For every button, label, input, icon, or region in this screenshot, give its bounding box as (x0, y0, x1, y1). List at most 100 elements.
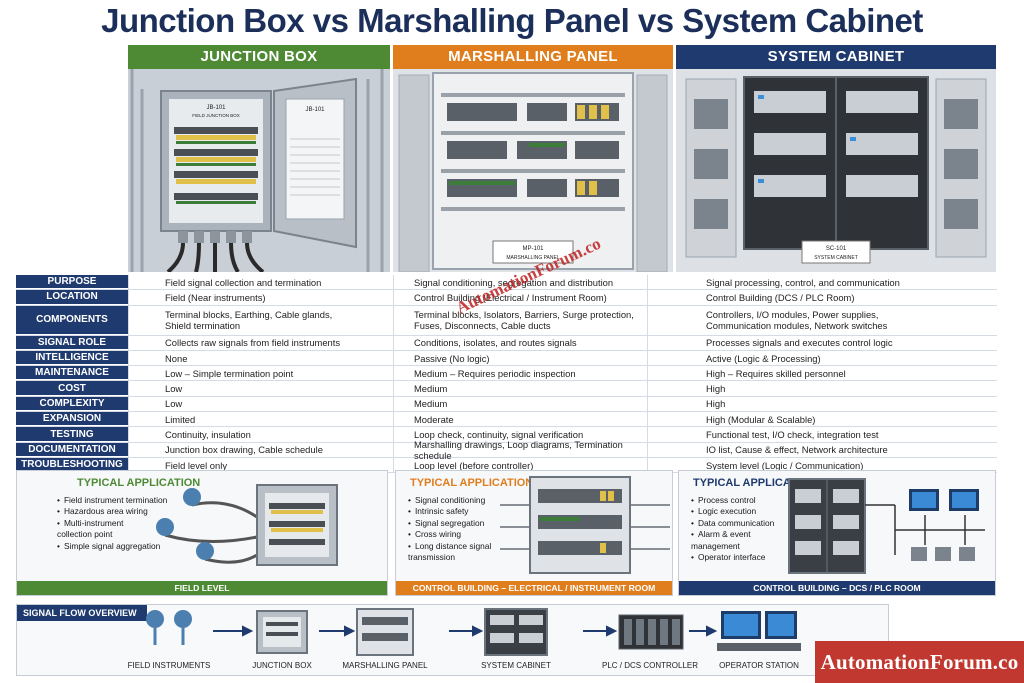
marshalling-panel-illustration: MP-101 MARSHALLING PANEL (393, 69, 673, 272)
list-item: Signal conditioning (408, 495, 491, 506)
app-footer: FIELD LEVEL (17, 581, 387, 595)
table-cell: Control Building (DCS / PLC Room) (647, 290, 997, 305)
row-label-purpose: PURPOSE (16, 275, 128, 290)
row-label-expansion: EXPANSION (16, 412, 128, 427)
table-cell: Marshalling drawings, Loop diagrams, Ter… (393, 439, 647, 461)
table-cell: Signal processing, control, and communic… (647, 275, 997, 290)
table-cell: High (647, 396, 997, 412)
app-footer: CONTROL BUILDING – ELECTRICAL / INSTRUME… (396, 581, 672, 595)
marshalling-cabinet-icon (500, 476, 670, 574)
flow-step-label: FIELD INSTRUMENTS (127, 661, 211, 670)
table-cell: Terminal blocks, Isolators, Barriers, Su… (393, 305, 647, 335)
table-cell: Controllers, I/O modules, Power supplies… (647, 305, 997, 335)
table-cell: Passive (No logic) (393, 350, 647, 366)
marshalling-application-panel: TYPICAL APPLICATION Signal conditioning … (395, 470, 673, 596)
table-row: COST Low Medium High (16, 381, 997, 397)
table-row: TROUBLESHOOTING Field level only Loop le… (16, 457, 997, 474)
table-cell: Medium (393, 396, 647, 412)
table-cell: Field signal collection and termination (128, 275, 393, 290)
row-label-maintenance: MAINTENANCE (16, 366, 128, 381)
table-cell: Terminal blocks, Earthing, Cable glands,… (128, 305, 393, 335)
row-label-signal-role: SIGNAL ROLE (16, 335, 128, 350)
flow-step-label: OPERATOR STATION (719, 661, 799, 670)
app-list: Signal conditioning Intrinsic safety Sig… (408, 495, 491, 563)
table-row: DOCUMENTATION Junction box drawing, Cabl… (16, 439, 997, 461)
page-title: Junction Box vs Marshalling Panel vs Sys… (101, 2, 923, 39)
list-item: Signal segregation (408, 518, 491, 529)
dcs-network-icon (788, 478, 985, 574)
comparison-table: PURPOSE Field signal collection and term… (16, 275, 997, 474)
mp-tag-sublabel: MARSHALLING PANEL (506, 255, 559, 261)
flow-step-label: PLC / DCS CONTROLLER (601, 661, 699, 670)
table-cell: High – Requires skilled personnel (647, 366, 997, 381)
flow-step-label: SYSTEM CABINET (481, 661, 551, 670)
sc-tag-label: SC-101 (826, 246, 847, 252)
row-label-intelligence: INTELLIGENCE (16, 350, 128, 366)
list-item: Alarm & event management (691, 529, 774, 552)
junction-box-illustration: JB-101 FIELD JUNCTION BOX JB-101 (128, 69, 390, 272)
table-cell: Loop level (before controller) (393, 457, 647, 473)
list-item: Cross wiring (408, 529, 491, 540)
table-cell: Signal conditioning, segregation and dis… (393, 275, 647, 290)
table-cell: None (128, 350, 393, 366)
flow-step-label: JUNCTION BOX (252, 661, 312, 670)
row-label-location: LOCATION (16, 290, 128, 305)
table-row: COMPONENTS Terminal blocks, Earthing, Ca… (16, 305, 997, 336)
app-footer: CONTROL BUILDING – DCS / PLC ROOM (679, 581, 995, 595)
list-item: Simple signal aggregation (57, 541, 167, 552)
table-row: SIGNAL ROLE Collects raw signals from fi… (16, 335, 997, 351)
signal-flow-panel: SIGNAL FLOW OVERVIEW FIELD INSTRUMENTS J (16, 604, 889, 676)
table-cell: Functional test, I/O check, integration … (647, 427, 997, 442)
table-cell: Low – Simple termination point (128, 366, 393, 381)
table-cell: Control Building (Electrical / Instrumen… (393, 290, 647, 305)
signal-flow-diagram (146, 608, 801, 656)
jb-tag-label: JB-101 (206, 105, 226, 111)
table-row: TESTING Continuity, insulation Loop chec… (16, 427, 997, 443)
list-item: Data communication (691, 518, 774, 529)
mp-tag-label: MP-101 (522, 246, 544, 252)
system-cabinet-illustration: SC-101 SYSTEM CABINET (676, 69, 996, 272)
sc-tag-sublabel: SYSTEM CABINET (814, 255, 858, 261)
list-item: Process control (691, 495, 774, 506)
row-label-testing: TESTING (16, 427, 128, 442)
table-row: EXPANSION Limited Moderate High (Modular… (16, 412, 997, 428)
table-cell: Field (Near instruments) (128, 290, 393, 305)
table-cell: System level (Logic / Communication) (647, 457, 997, 473)
table-row: MAINTENANCE Low – Simple termination poi… (16, 366, 997, 382)
system-cabinet-application-panel: TYPICAL APPLICATION Process control Logi… (678, 470, 996, 596)
table-row: PURPOSE Field signal collection and term… (16, 275, 997, 291)
table-cell: Conditions, isolates, and routes signals (393, 335, 647, 350)
table-row: INTELLIGENCE None Passive (No logic) Act… (16, 350, 997, 367)
list-item: Operator interface (691, 552, 774, 563)
row-label-components: COMPONENTS (16, 305, 128, 335)
app-list: Field instrument termination Hazardous a… (57, 495, 167, 552)
app-title: TYPICAL APPLICATION (410, 477, 534, 489)
table-cell: Processes signals and executes control l… (647, 335, 997, 350)
table-cell: High (647, 381, 997, 396)
marshalling-panel-header: MARSHALLING PANEL (393, 45, 673, 69)
brand-logo: AutomationForum.co (815, 641, 1024, 683)
field-instrument-wiring-icon (156, 484, 338, 566)
row-label-complexity: COMPLEXITY (16, 396, 128, 412)
list-item: Logic execution (691, 506, 774, 517)
list-item: Intrinsic safety (408, 506, 491, 517)
junction-box-header: JUNCTION BOX (128, 45, 390, 69)
list-item: Hazardous area wiring (57, 506, 167, 517)
table-cell: Active (Logic & Processing) (647, 350, 997, 366)
table-cell: Medium (393, 381, 647, 396)
flow-step-label: MARSHALLING PANEL (342, 661, 428, 670)
table-cell: IO list, Cause & effect, Network archite… (647, 442, 997, 457)
table-cell: Collects raw signals from field instrume… (128, 335, 393, 350)
list-item: Multi-instrument collection point (57, 518, 167, 541)
junction-box-application-panel: TYPICAL APPLICATION Field instrument ter… (16, 470, 388, 596)
list-item: Field instrument termination (57, 495, 167, 506)
table-row: COMPLEXITY Low Medium High (16, 396, 997, 413)
table-cell: Loop check, continuity, signal verificat… (393, 427, 647, 442)
table-cell: Moderate (393, 412, 647, 427)
table-cell: Continuity, insulation (128, 427, 393, 442)
table-cell: High (Modular & Scalable) (647, 412, 997, 427)
jb-tag-sublabel: FIELD JUNCTION BOX (192, 113, 240, 118)
jb-door-title: JB-101 (305, 107, 325, 113)
table-cell: Junction box drawing, Cable schedule (128, 442, 393, 457)
table-cell: Low (128, 381, 393, 396)
